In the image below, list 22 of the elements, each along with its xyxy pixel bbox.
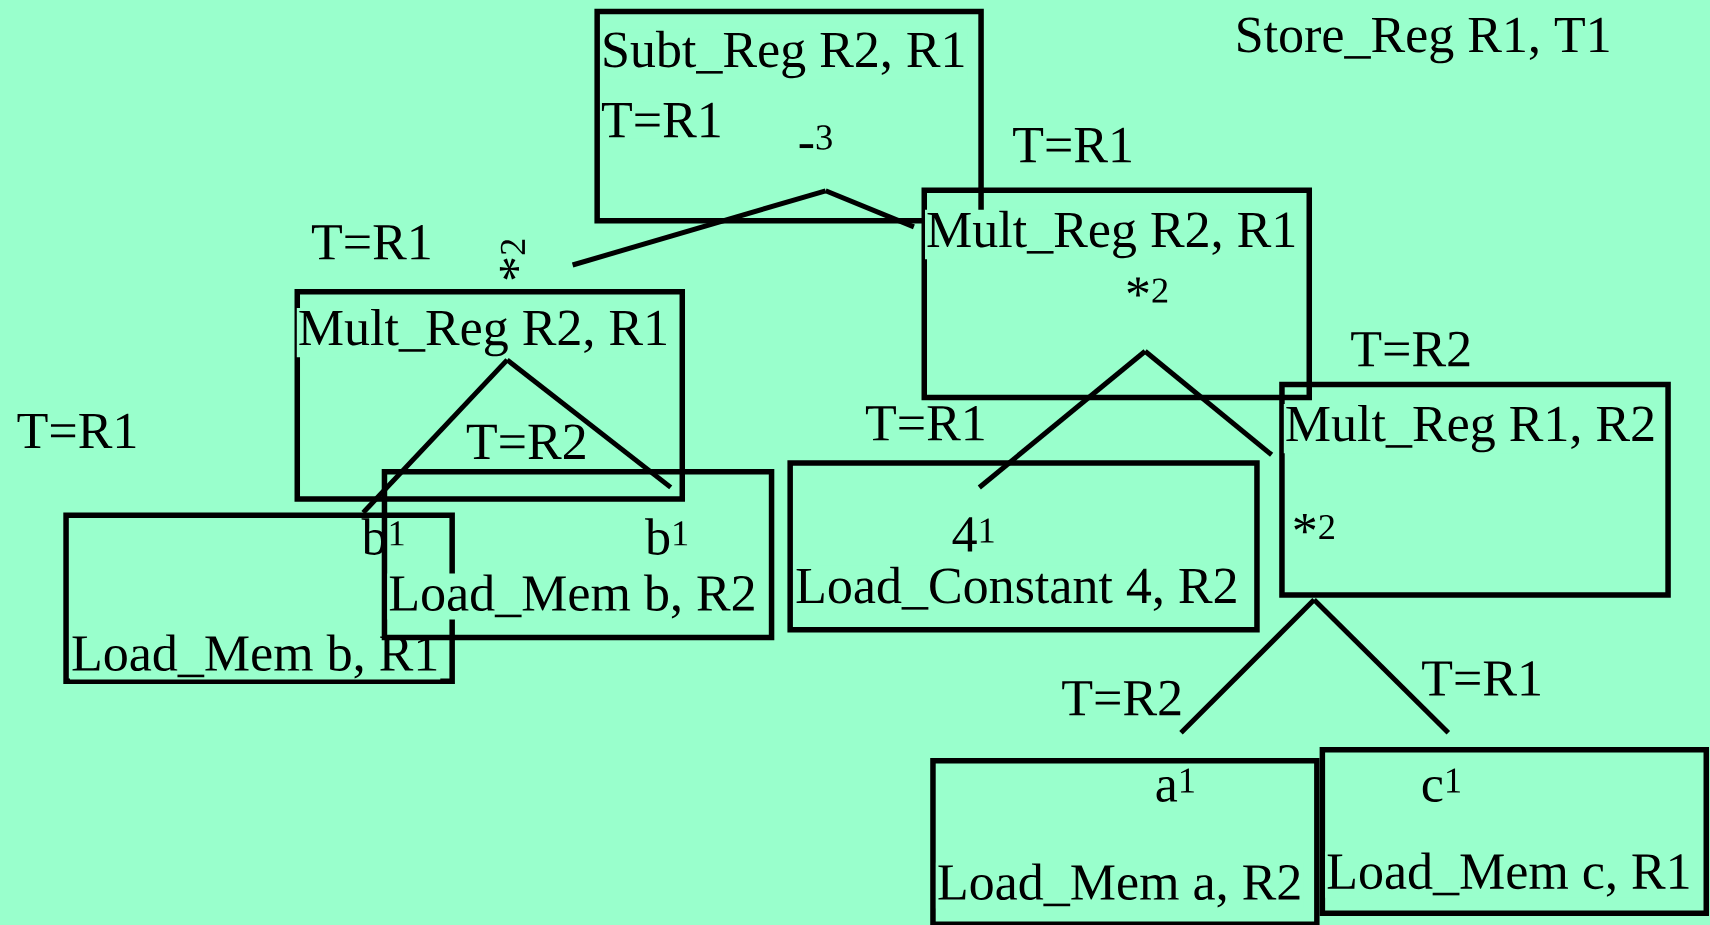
instruction-box: 4$^{1}$ Load_Constant 4, R2 (787, 460, 1260, 633)
instruction-box: Mult_Reg R2, R1 *$^{2}$ (921, 187, 1312, 401)
instruction-box: a$^{1}$ Load_Mem a, R2 (930, 757, 1320, 925)
tree-line (505, 357, 673, 490)
node-label: *$^{2}$ (499, 239, 525, 280)
register-label: T=R1 (865, 405, 984, 441)
tree-line (824, 188, 915, 230)
instruction-label: Store_Reg R1, T1 (1238, 17, 1609, 64)
instruction-box: Mult_Reg R1, R2 *$^{2}$ (1279, 381, 1671, 598)
register-label: T=R2 (1351, 331, 1470, 367)
register-label: T=R1 (1422, 661, 1540, 696)
register-label: T=R1 (17, 413, 136, 448)
instruction-label: T=R2 (466, 424, 585, 459)
instruction-box: c$^{1}$ Load_Mem c, R1 (1319, 747, 1709, 917)
tree-line (1312, 598, 1451, 735)
tree-line (361, 358, 510, 515)
tree-line (1179, 598, 1316, 735)
register-label: T=R2 (1062, 680, 1181, 716)
register-label: T=R1 (311, 224, 430, 260)
tree-line (571, 188, 827, 268)
tree-line (977, 349, 1147, 490)
register-label: T=R1 (1013, 127, 1131, 163)
